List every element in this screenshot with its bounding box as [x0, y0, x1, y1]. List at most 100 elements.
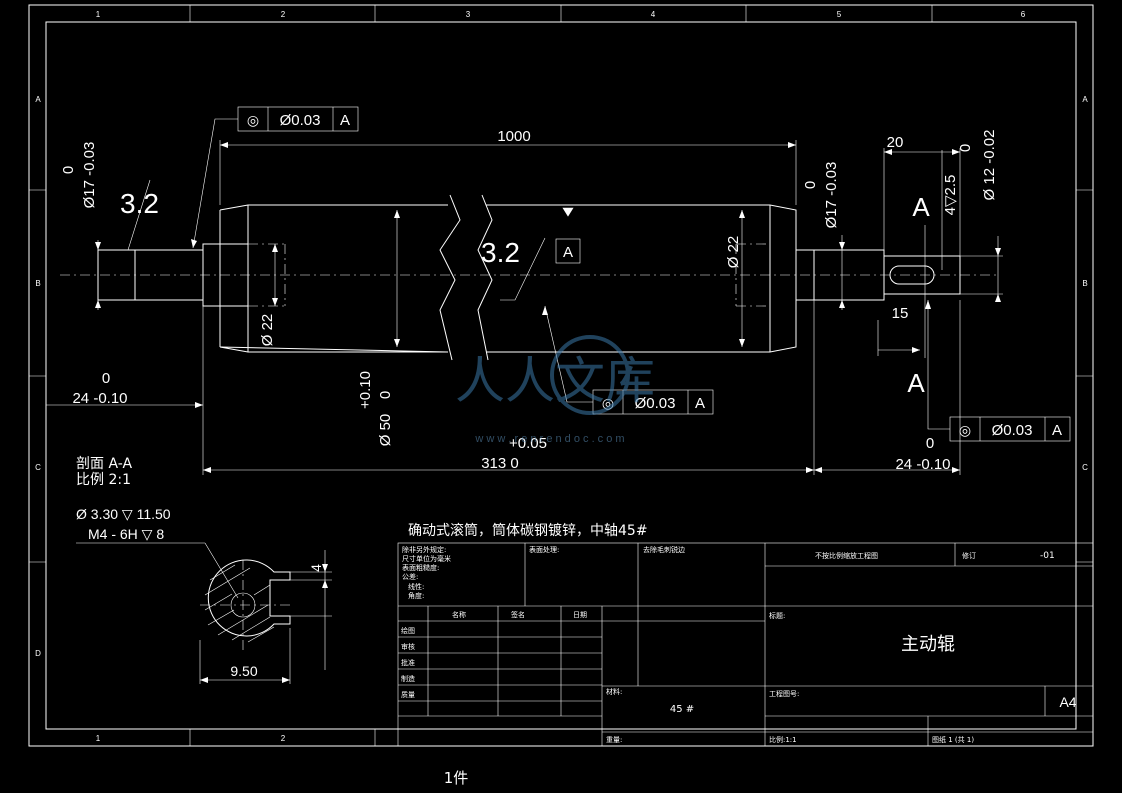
- fcf-mid-tol: Ø0.03: [635, 395, 676, 412]
- drawing-name-label: 标题:: [769, 611, 785, 620]
- roughness-marks: [115, 179, 546, 301]
- dim-17-left: Ø17 -0.03: [81, 142, 98, 209]
- row-quality: 质量: [401, 690, 415, 699]
- dim-12: Ø 12 -0.02: [981, 130, 998, 201]
- zone-left-c: C: [35, 463, 41, 472]
- dim-key-depth: 4▽2.5: [942, 175, 959, 216]
- fcf-top-tol: Ø0.03: [280, 112, 321, 129]
- section-label-top: A: [912, 192, 930, 222]
- break-line-right: [477, 194, 493, 361]
- title-block-lines: [397, 542, 1094, 747]
- col-sign: 签名: [511, 610, 525, 619]
- zone-ticks: [29, 5, 1093, 746]
- dim-50: Ø 50: [377, 414, 394, 447]
- fcf-right-symbol: ◎: [959, 422, 971, 438]
- tube-body: [219, 204, 797, 353]
- zone-right-a: A: [1082, 95, 1088, 104]
- deburr-label: 去除毛刺锐边: [643, 545, 685, 554]
- dim-17-left-zero: 0: [60, 166, 77, 174]
- sheet-size: A4: [1059, 694, 1076, 710]
- req-line-2: 尺寸单位为毫米: [402, 554, 451, 563]
- dim-50-tol: +0.10: [357, 371, 374, 409]
- zone-top-1: 1: [96, 10, 101, 19]
- fcf-top-datum: A: [340, 112, 350, 129]
- finish-label: 表面处理:: [529, 545, 559, 554]
- dim-20: 20: [887, 134, 904, 151]
- req-line-4: 公差:: [402, 572, 418, 581]
- revision-label: 修订: [962, 551, 976, 560]
- fcf-top-symbol: ◎: [247, 112, 259, 128]
- zone-right-c: C: [1082, 463, 1088, 472]
- section-scale: 比例 2:1: [76, 472, 131, 488]
- revision-value: -01: [1040, 551, 1055, 561]
- dim-12-zero: 0: [957, 144, 974, 152]
- material-value: 45 #: [670, 704, 694, 715]
- row-approve: 批准: [401, 658, 415, 667]
- datum-box: [555, 238, 581, 264]
- zone-left-a: A: [35, 95, 41, 104]
- zone-top-3: 3: [466, 10, 471, 19]
- col-date: 日期: [573, 611, 587, 619]
- scale-label: 比例:1:1: [769, 735, 797, 744]
- dwg-no-label: 工程图号:: [769, 689, 799, 698]
- fcf-right-datum: A: [1052, 422, 1062, 439]
- dim-24-right-zero: 0: [926, 435, 934, 452]
- zone-left-d: D: [35, 649, 41, 658]
- dim-313: 313 0: [481, 455, 519, 472]
- col-name: 名称: [452, 610, 466, 619]
- fcf-right: ◎ Ø0.03 A: [949, 416, 1071, 442]
- section-width: 9.50: [230, 663, 257, 679]
- section-thread: M4 - 6H ▽ 8: [88, 526, 164, 542]
- req-line-3: 表面粗糙度:: [402, 563, 439, 572]
- zone-top-5: 5: [837, 10, 842, 19]
- section-title: 剖面 A-A: [76, 456, 132, 472]
- watermark-text: 人人文库: [455, 352, 655, 410]
- datum-label: A: [563, 244, 573, 261]
- leader-lines: [192, 118, 950, 430]
- watermark: 人人文库 w w w . r e n r e n d o c . c o m: [455, 335, 655, 445]
- section-view: 剖面 A-A 比例 2:1 Ø 3.30 ▽ 11.50 M4 - 6H ▽ 8…: [76, 456, 332, 684]
- zone-top-6: 6: [1021, 10, 1026, 19]
- section-depth: 4: [308, 564, 324, 572]
- break-line-left: [439, 194, 461, 361]
- dim-24-left: 24 -0.10: [72, 390, 127, 407]
- dimension-lines: [46, 140, 1003, 475]
- dim-17-right: Ø17 -0.03: [823, 162, 840, 229]
- section-label-bottom: A: [907, 368, 925, 398]
- zone-left-b: B: [35, 279, 40, 288]
- part-name: 主动辊: [901, 634, 955, 655]
- technical-note: 确动式滚筒，筒体碳钢镀锌，中轴45#: [408, 522, 648, 539]
- dim-22-right: Ø 22: [725, 236, 742, 269]
- dim-313-tol: +0.05: [509, 435, 547, 452]
- section-hole: Ø 3.30 ▽ 11.50: [76, 506, 171, 522]
- fcf-mid-datum: A: [695, 395, 705, 412]
- zone-top-2: 2: [281, 10, 286, 19]
- fcf-right-tol: Ø0.03: [992, 422, 1033, 439]
- dim-15: 15: [892, 305, 909, 322]
- scale-note: 不按比例缩放工程图: [815, 551, 878, 560]
- zone-right-b: B: [1082, 279, 1087, 288]
- req-line-1: 除非另外规定:: [402, 545, 446, 554]
- req-line-5: 线性:: [408, 582, 424, 591]
- zone-bottom-2: 2: [281, 734, 286, 743]
- fcf-top: ◎ Ø0.03 A: [237, 106, 359, 132]
- dim-17-right-zero: 0: [802, 181, 819, 189]
- row-draw: 绘图: [401, 626, 415, 635]
- dim-24-right: 24 -0.10: [895, 456, 950, 473]
- section-profile: [207, 559, 291, 637]
- zone-bottom-1: 1: [96, 734, 101, 743]
- quantity-label: 1件: [444, 769, 469, 787]
- roughness-left: 3.2: [120, 188, 159, 219]
- weight-label: 重量:: [606, 736, 622, 744]
- dim-24-left-zero: 0: [102, 370, 110, 387]
- dim-22-left: Ø 22: [259, 314, 276, 347]
- arrowheads: [95, 142, 1001, 683]
- row-check: 审核: [401, 642, 415, 651]
- dim-1000: 1000: [497, 128, 530, 145]
- watermark-url: w w w . r e n r e n d o c . c o m: [474, 433, 624, 445]
- row-mfg: 制造: [401, 674, 415, 683]
- roller-view: [60, 194, 1000, 361]
- dim-50-zero: 0: [377, 391, 394, 399]
- req-line-6: 角度:: [408, 591, 424, 600]
